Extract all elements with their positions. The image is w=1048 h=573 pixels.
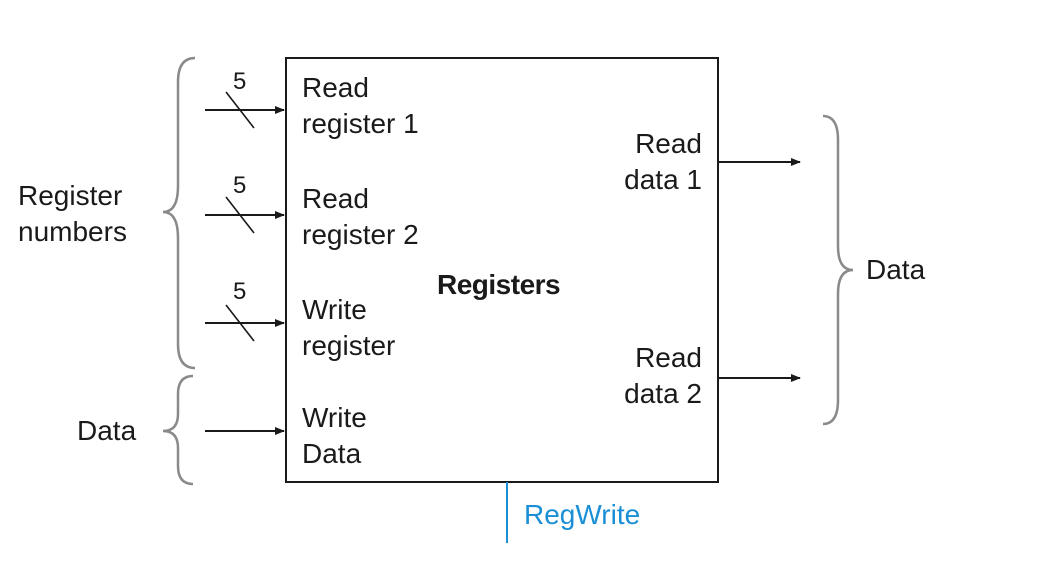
input-data-brace (162, 374, 194, 486)
read-register-2-line1: Read (302, 183, 369, 214)
write-data-line1: Write (302, 402, 367, 433)
regwrite-label: RegWrite (524, 499, 641, 530)
registers-title: Registers (437, 269, 561, 300)
read-register-1-line1: Read (302, 72, 369, 103)
read-data-1-line1: Read (635, 128, 702, 159)
write-register-width-label: 5 (233, 278, 247, 305)
input-data-label: Data (77, 415, 137, 446)
read-register-1-label: Read register 1 (302, 70, 419, 142)
read-register-1-width-label: 5 (233, 68, 247, 95)
write-data-label: Write Data (302, 400, 367, 472)
output-data-brace (822, 114, 854, 426)
registers-block (285, 57, 719, 483)
read-data-2-label: Read data 2 (590, 340, 702, 412)
read-register-2-line2: register 2 (302, 219, 419, 250)
write-register-line1: Write (302, 294, 367, 325)
output-data-label: Data (866, 254, 926, 285)
read-register-2-width-slash (225, 196, 255, 234)
register-numbers-label: Register numbers (18, 178, 127, 250)
read-register-2-width-label: 5 (233, 172, 247, 199)
register-numbers-brace (162, 56, 196, 370)
register-numbers-line1: Register (18, 180, 123, 211)
write-register-line2: register (302, 330, 396, 361)
read-data-1-label: Read data 1 (590, 126, 702, 198)
read-data-2-line2: data 2 (624, 378, 702, 409)
register-numbers-line2: numbers (18, 216, 127, 247)
read-data-2-line1: Read (635, 342, 702, 373)
read-data-1-line2: data 1 (624, 164, 702, 195)
read-register-1-width-slash (225, 91, 255, 129)
write-register-label: Write register (302, 292, 395, 364)
read-register-2-label: Read register 2 (302, 181, 419, 253)
write-data-line2: Data (302, 438, 362, 469)
write-register-width-slash (225, 304, 255, 342)
read-register-1-line2: register 1 (302, 108, 419, 139)
